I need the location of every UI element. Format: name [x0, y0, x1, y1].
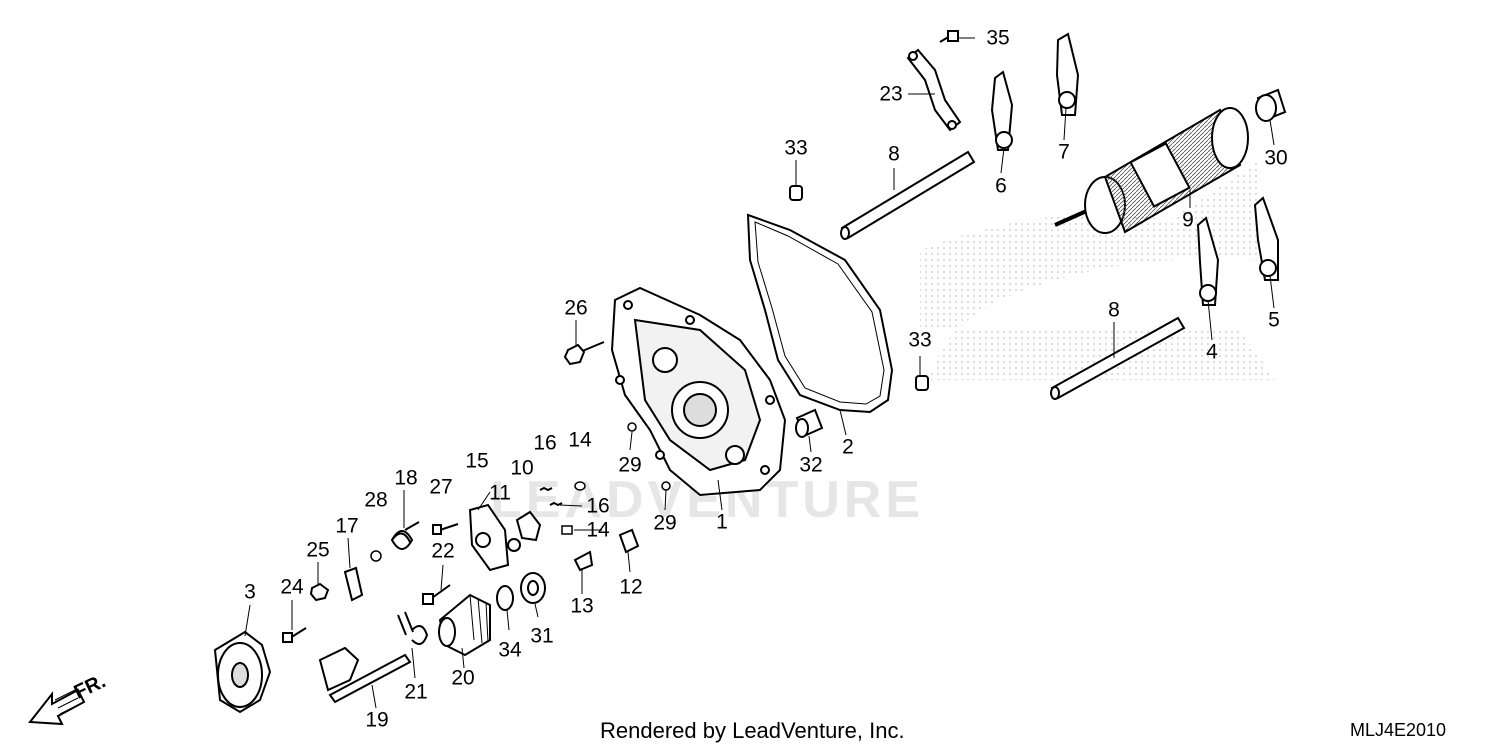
callout-p3[interactable]: 3: [244, 580, 256, 604]
part-26-bolt[interactable]: [563, 341, 605, 366]
callout-p32[interactable]: 32: [799, 453, 823, 477]
callout-p14a[interactable]: 14: [568, 428, 592, 452]
callout-p29b[interactable]: 29: [653, 511, 677, 535]
part-1-crankcase-cover[interactable]: [610, 286, 787, 497]
callout-p13[interactable]: 13: [570, 594, 594, 618]
part-17-link[interactable]: [343, 566, 364, 602]
callout-p11[interactable]: 11: [489, 481, 511, 505]
callout-p21[interactable]: 21: [404, 680, 428, 704]
callout-p34[interactable]: 34: [498, 638, 522, 662]
callout-p25[interactable]: 25: [306, 538, 330, 562]
part-3-shift-cam[interactable]: [213, 630, 272, 714]
part-28-washer[interactable]: [370, 550, 382, 562]
part-27-bolt[interactable]: [432, 523, 459, 535]
part-23-stopper-plate[interactable]: [906, 48, 962, 132]
callout-p2[interactable]: 2: [842, 435, 854, 459]
part-12-block[interactable]: [618, 528, 640, 554]
callout-p30[interactable]: 30: [1264, 146, 1288, 170]
callout-p6[interactable]: 6: [995, 174, 1007, 198]
part-20-gear[interactable]: [438, 593, 491, 657]
callout-p20[interactable]: 20: [451, 666, 475, 690]
callout-p9[interactable]: 9: [1182, 208, 1194, 232]
callout-p5[interactable]: 5: [1268, 308, 1280, 332]
callout-p16a[interactable]: 16: [533, 431, 557, 455]
callout-p15[interactable]: 15: [465, 449, 489, 473]
background-brand-mark: [920, 160, 1275, 380]
part-24-stud[interactable]: [282, 627, 307, 643]
part-7-shift-fork[interactable]: [1055, 32, 1080, 116]
part-10-shift-arm[interactable]: [515, 510, 542, 542]
part-25-nut[interactable]: [309, 582, 330, 602]
callout-p4[interactable]: 4: [1206, 340, 1218, 364]
part-2-gasket[interactable]: [746, 213, 894, 414]
callout-p19[interactable]: 19: [365, 708, 389, 732]
callout-p28[interactable]: 28: [364, 488, 388, 512]
callout-p26[interactable]: 26: [564, 296, 588, 320]
part-5-shift-fork[interactable]: [1253, 196, 1279, 281]
callout-p22[interactable]: 22: [431, 539, 455, 563]
part-31-bearing[interactable]: [520, 572, 546, 604]
callout-p33b[interactable]: 33: [908, 328, 932, 352]
part-29-dowel-upper[interactable]: [627, 422, 637, 432]
callout-p23[interactable]: 23: [879, 82, 903, 106]
part-19-shift-spindle[interactable]: [318, 646, 412, 704]
part-33-dowel-pin-upper[interactable]: [789, 185, 803, 201]
callout-p27[interactable]: 27: [429, 475, 453, 499]
callout-p29a[interactable]: 29: [618, 453, 642, 477]
callout-p16b[interactable]: 16: [586, 494, 610, 518]
part-4-shift-fork[interactable]: [1196, 216, 1220, 306]
callout-p35[interactable]: 35: [986, 26, 1010, 50]
part-9-shift-drum[interactable]: [1054, 107, 1249, 234]
callout-p17[interactable]: 17: [335, 514, 359, 538]
leader-lines: [244, 37, 1275, 709]
part-30-bearing[interactable]: [1255, 88, 1287, 122]
part-32-bearing[interactable]: [795, 408, 824, 438]
part-35-bolt[interactable]: [939, 30, 959, 43]
part-29-dowel-lower[interactable]: [661, 481, 671, 491]
callout-p14b[interactable]: 14: [586, 518, 610, 542]
part-22-bolt[interactable]: [422, 584, 451, 605]
callout-p12[interactable]: 12: [619, 575, 643, 599]
part-33-dowel-pin-lower[interactable]: [915, 375, 929, 391]
part-14-pin[interactable]: [561, 481, 586, 535]
callout-p31[interactable]: 31: [530, 624, 554, 648]
part-13-stopper[interactable]: [573, 550, 594, 572]
callout-p8a[interactable]: 8: [888, 142, 900, 166]
part-15-plate[interactable]: [468, 503, 510, 572]
diagram-code: MLJ4E2010: [1350, 720, 1447, 740]
part-8-fork-shaft-lower[interactable]: [1050, 316, 1186, 400]
callout-p1[interactable]: 1: [716, 510, 728, 534]
part-8-fork-shaft-upper[interactable]: [840, 150, 976, 240]
callout-p24[interactable]: 24: [280, 575, 304, 599]
callout-p33a[interactable]: 33: [784, 136, 808, 160]
part-6-shift-fork[interactable]: [990, 70, 1014, 151]
part-34-circlip[interactable]: [496, 585, 514, 611]
part-21-spring[interactable]: [397, 611, 429, 645]
callout-p8b[interactable]: 8: [1108, 298, 1120, 322]
part-11-roller[interactable]: [507, 538, 521, 552]
part-16-spring[interactable]: [539, 486, 563, 507]
callout-p10[interactable]: 10: [510, 456, 534, 480]
footer-credit: Rendered by LeadVenture, Inc.: [600, 718, 905, 743]
callout-p18[interactable]: 18: [394, 466, 418, 490]
callout-p7[interactable]: 7: [1058, 140, 1070, 164]
part-18-return-spring[interactable]: [390, 521, 420, 550]
front-direction-arrow: [28, 688, 86, 726]
